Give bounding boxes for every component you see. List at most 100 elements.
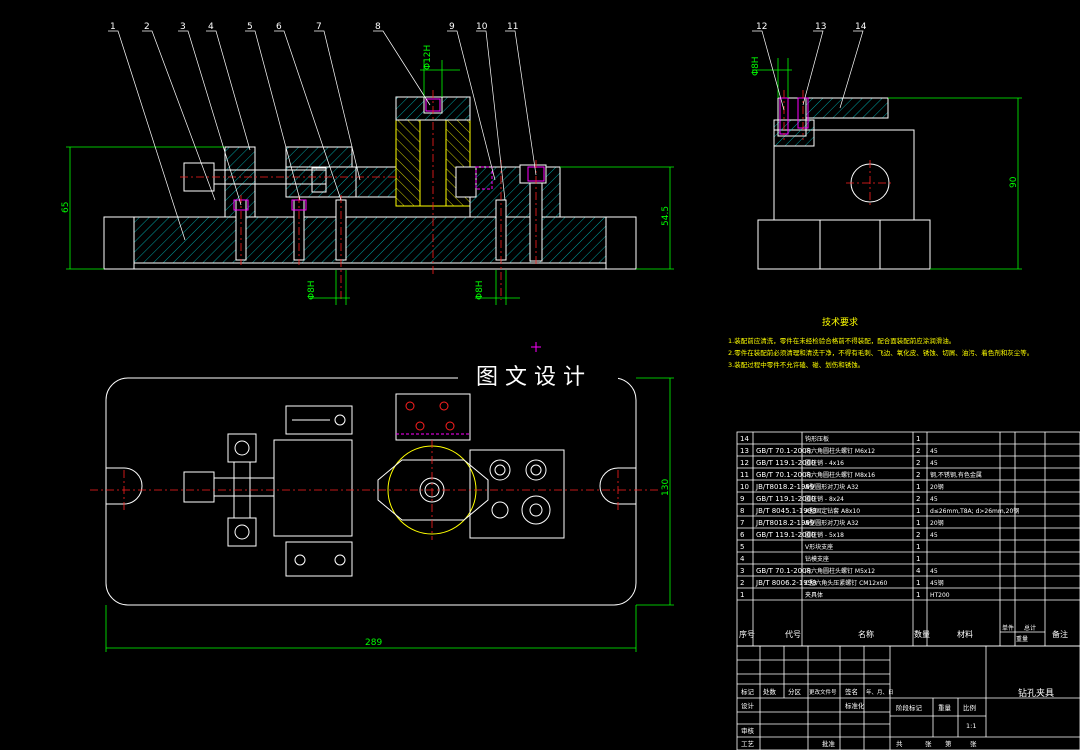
bom-cell-qty: 2 — [916, 459, 920, 467]
bom-cell-no: 2 — [740, 579, 744, 587]
bom-cell-qty: 2 — [916, 495, 920, 503]
bom-cell-code: JB/T8018.2-1999 — [755, 519, 814, 527]
bom-cell-code: GB/T 70.1-2008 — [756, 567, 811, 575]
dim-bottom-right: Φ8H — [475, 280, 485, 300]
part-label-4: 4 — [208, 22, 214, 32]
tb-sign: 签名 — [845, 687, 858, 696]
bom-cell-name: V形块支座 — [805, 543, 833, 551]
bom-cell-name: 内六角圆柱头螺钉 M8x16 — [805, 471, 875, 479]
tb-sheets-label: 张 — [925, 739, 932, 748]
bom-header-material: 材料 — [957, 629, 973, 639]
tb-scale: 比例 — [963, 703, 976, 712]
tech-item-1: 1.装配前应清洗，零件在未经检验合格前不得装配，配合面装配前应涂润滑油。 — [728, 336, 955, 345]
title-block — [736, 645, 1080, 750]
bom-cell-code: GB/T 70.1-2008 — [756, 447, 811, 455]
tb-standardize: 标准化 — [845, 701, 865, 710]
side-dim-hole: Φ8H — [751, 56, 761, 76]
plan-dim-height: 130 — [661, 479, 671, 496]
bom-cell-no: 4 — [740, 555, 745, 563]
bom-cell-name: 钩形压板 — [805, 435, 829, 443]
bom-cell-material: 45 — [930, 568, 938, 575]
bom-cell-qty: 1 — [916, 435, 920, 443]
v-block-support — [285, 146, 353, 168]
bom-cell-no: 9 — [740, 495, 744, 503]
part-label-2: 2 — [144, 22, 150, 32]
bom-cell-qty: 2 — [916, 447, 920, 455]
bom-cell-no: 7 — [740, 519, 744, 527]
bom-cell-name: A型圆形对刀块 A32 — [805, 519, 859, 527]
tb-count: 处数 — [763, 687, 777, 696]
bom-table — [736, 431, 1080, 647]
bom-cell-name: 钻模支座 — [805, 555, 829, 563]
bom-cell-no: 3 — [740, 567, 744, 575]
part-label-13: 13 — [815, 22, 826, 32]
cursor-cross-icon — [531, 342, 541, 352]
bom-cell-name: 内六角圆柱头螺钉 M6x12 — [805, 447, 875, 455]
bom-cell-code: GB/T 119.1-2000 — [756, 459, 815, 467]
watermark: 图 文 设 计 — [458, 342, 618, 392]
bom-cell-material: 20钢 — [930, 483, 944, 491]
bom-cell-qty: 1 — [916, 507, 920, 515]
bom-header-weight: 重量 — [1016, 635, 1028, 643]
bom-cell-qty: 1 — [916, 579, 920, 587]
bom-header-total: 总计 — [1024, 624, 1036, 632]
bom-cell-code: JB/T8018.2-1999 — [755, 483, 814, 491]
watermark-text: 图 文 设 计 — [476, 365, 585, 390]
side-view: 90 Φ8H 12 13 14 — [751, 22, 1022, 270]
front-view: 65 54.5 Φ12H Φ8H Φ8H 1 2 3 4 5 6 — [61, 22, 674, 305]
bom-cell-no: 14 — [740, 435, 749, 443]
bom-cell-code: JB/T 8006.2-1999 — [755, 579, 817, 587]
bom-cell-material: 20钢 — [930, 519, 944, 527]
tb-sheet-no: 第 — [945, 739, 952, 748]
tb-date: 年、月、日 — [866, 688, 894, 696]
bom-cell-name: A型固定钻套 A8x10 — [805, 507, 860, 515]
part-label-7: 7 — [316, 22, 322, 32]
bom-cell-name: 圆柱销 - 4x16 — [805, 459, 844, 467]
bom-cell-material: 45钢 — [930, 579, 944, 587]
bom-row: 14 钩形压板 1 — [740, 435, 920, 443]
bom-cell-qty: 1 — [916, 543, 920, 551]
bom-header-single: 单件 — [1002, 624, 1014, 632]
bom-cell-code: GB/T 119.1-2000 — [756, 531, 815, 539]
bom-cell-qty: 1 — [916, 483, 920, 491]
bom-cell-no: 10 — [740, 483, 749, 491]
tb-change: 更改文件号 — [809, 688, 837, 696]
bom-cell-qty: 4 — [916, 567, 921, 575]
bom-cell-qty: 2 — [916, 531, 920, 539]
tb-approve: 批准 — [822, 739, 836, 748]
part-label-10: 10 — [476, 22, 488, 32]
part-label-8: 8 — [375, 22, 381, 32]
bom-cell-no: 1 — [740, 591, 744, 599]
bom-cell-no: 5 — [740, 543, 744, 551]
bom-cell-name: 圆柱销 - 8x24 — [805, 495, 844, 503]
bom-header: 序号 代号 名称 数量 材料 单件 总计 重量 备注 — [739, 624, 1068, 643]
tb-review: 审核 — [741, 726, 755, 735]
bom-cell-qty: 1 — [916, 519, 920, 527]
tb-weight: 重量 — [938, 704, 952, 712]
tb-stage-mark: 阶段标记 — [896, 703, 923, 712]
bom-cell-name: 内六角圆柱头螺钉 M5x12 — [805, 567, 875, 575]
bom-cell-no: 6 — [740, 531, 745, 539]
bom-header-name: 名称 — [858, 629, 874, 639]
bom-cell-material: 45 — [930, 532, 938, 539]
bom-cell-name: 圆柱销 - 5x18 — [805, 531, 844, 539]
bom-header-code: 代号 — [785, 629, 801, 639]
part-label-12: 12 — [756, 22, 767, 32]
part-label-14: 14 — [855, 22, 867, 32]
tb-mark: 标记 — [741, 687, 755, 696]
bom-cell-material: HT200 — [930, 592, 950, 599]
bom-header-no: 序号 — [739, 629, 755, 639]
dim-height-left: 65 — [61, 202, 71, 213]
base-body — [103, 216, 637, 270]
bom-cell-qty: 2 — [916, 471, 920, 479]
part-label-9: 9 — [449, 22, 455, 32]
